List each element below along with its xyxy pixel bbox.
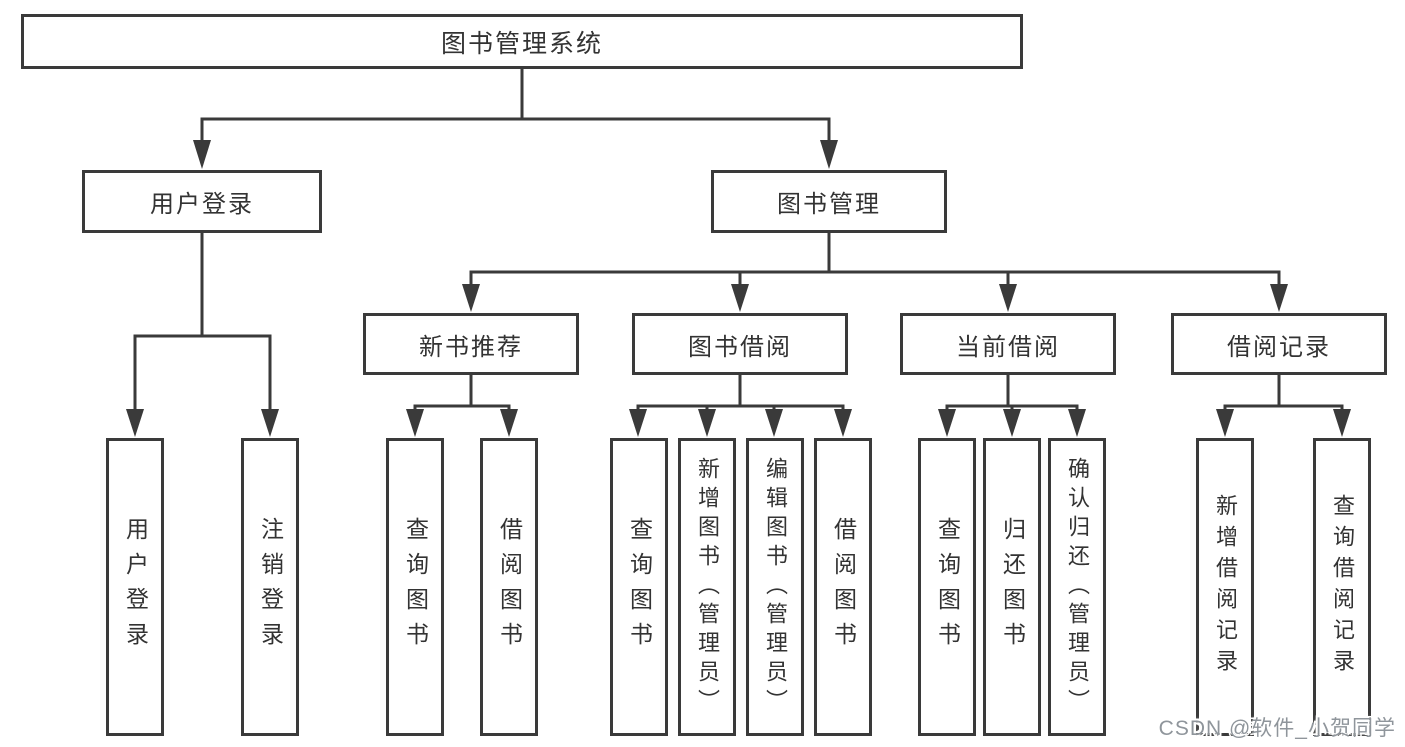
node-user-login: 用户登录: [82, 170, 322, 233]
leaf-add-borrow-record-label: 新增借阅记录: [1213, 494, 1238, 680]
leaf-return-books: 归还图书: [983, 438, 1041, 736]
node-library-system: 图书管理系统: [21, 14, 1023, 69]
leaf-edit-book-admin-label: 编辑图书（管理员）: [763, 456, 788, 718]
leaf-add-borrow-record: 新增借阅记录: [1196, 438, 1254, 736]
leaf-borrow-books-borrowing-label: 借阅图书: [830, 517, 857, 657]
leaf-user-login: 用户登录: [106, 438, 164, 736]
leaf-logout: 注销登录: [241, 438, 299, 736]
arrowheads: [126, 140, 1351, 437]
leaf-add-book-admin-label: 新增图书（管理员）: [695, 456, 720, 718]
leaf-query-books-current-label: 查询图书: [934, 517, 961, 657]
csdn-watermark: CSDN @软件_小贺同学: [1158, 717, 1396, 740]
leaf-query-books-borrowing-label: 查询图书: [626, 517, 653, 657]
leaf-confirm-return-admin-label: 确认归还（管理员）: [1065, 456, 1090, 718]
leaf-borrow-books-borrowing: 借阅图书: [814, 438, 872, 736]
node-current-borrowing: 当前借阅: [900, 313, 1116, 375]
leaf-return-books-label: 归还图书: [999, 517, 1026, 657]
leaf-logout-label: 注销登录: [257, 517, 284, 657]
node-borrowing-records: 借阅记录: [1171, 313, 1387, 375]
leaf-query-books-borrowing: 查询图书: [610, 438, 668, 736]
leaf-query-books-recommend-label: 查询图书: [402, 517, 429, 657]
leaf-query-books-current: 查询图书: [918, 438, 976, 736]
node-new-book-recommend: 新书推荐: [363, 313, 579, 375]
leaf-confirm-return-admin: 确认归还（管理员）: [1048, 438, 1106, 736]
leaf-query-borrow-record: 查询借阅记录: [1313, 438, 1371, 736]
leaf-add-book-admin: 新增图书（管理员）: [678, 438, 736, 736]
node-book-management: 图书管理: [711, 170, 947, 233]
leaf-query-books-recommend: 查询图书: [386, 438, 444, 736]
leaf-borrow-books-recommend: 借阅图书: [480, 438, 538, 736]
leaf-borrow-books-recommend-label: 借阅图书: [496, 517, 523, 657]
leaf-edit-book-admin: 编辑图书（管理员）: [746, 438, 804, 736]
node-book-borrowing: 图书借阅: [632, 313, 848, 375]
leaf-query-borrow-record-label: 查询借阅记录: [1330, 494, 1355, 680]
leaf-user-login-label: 用户登录: [122, 517, 149, 657]
